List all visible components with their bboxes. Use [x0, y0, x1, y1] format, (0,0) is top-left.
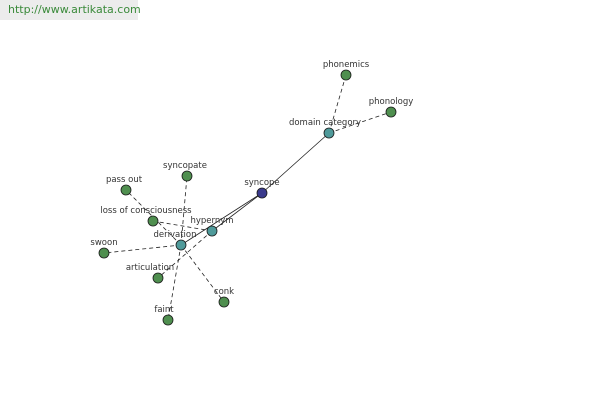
edge-syncope-derivation — [180, 192, 263, 246]
node-label-syncopate: syncopate — [163, 161, 207, 171]
node-circle-loss[interactable] — [147, 215, 159, 227]
node-phonology[interactable]: phonology — [369, 97, 414, 118]
node-label-faint: faint — [154, 305, 174, 315]
edge-hypernym-articulation — [157, 230, 213, 279]
node-label-loss: loss of consciousness — [100, 206, 192, 216]
node-derivation[interactable]: derivation — [153, 230, 197, 251]
node-circle-swoon[interactable] — [98, 247, 110, 259]
node-circle-derivation[interactable] — [175, 239, 187, 251]
edge-domain-phonemics — [328, 74, 347, 134]
node-circle-hypernym[interactable] — [206, 225, 218, 237]
node-circle-syncopate[interactable] — [181, 170, 193, 182]
edge-syncope-hypernym — [211, 192, 263, 232]
source-url-link[interactable]: http://www.artikata.com — [0, 0, 141, 20]
node-hypernym[interactable]: hypernym — [190, 216, 234, 237]
node-circle-pass_out[interactable] — [120, 184, 132, 196]
node-label-domain: domain category — [289, 118, 361, 128]
edge-hypernym-loss — [152, 220, 213, 232]
edge-derivation-swoon — [103, 244, 182, 254]
node-phonemics[interactable]: phonemics — [323, 60, 370, 81]
node-syncope[interactable]: syncope — [244, 178, 280, 199]
node-label-syncope: syncope — [244, 178, 279, 188]
edge-derivation-syncopate — [180, 175, 188, 246]
node-swoon[interactable]: swoon — [90, 238, 118, 259]
node-circle-phonology[interactable] — [385, 106, 397, 118]
node-label-derivation: derivation — [153, 230, 196, 240]
node-label-conk: conk — [214, 287, 234, 297]
node-faint[interactable]: faint — [154, 305, 174, 326]
node-circle-phonemics[interactable] — [340, 69, 352, 81]
node-domain[interactable]: domain category — [289, 118, 361, 139]
edge-derivation-conk — [180, 244, 225, 303]
node-circle-syncope[interactable] — [256, 187, 268, 199]
node-label-articulation: articulation — [126, 263, 174, 273]
node-conk[interactable]: conk — [214, 287, 234, 308]
node-circle-conk[interactable] — [218, 296, 230, 308]
node-circle-domain[interactable] — [323, 127, 335, 139]
edge-syncope-domain — [261, 132, 330, 194]
graph-nodes: syncope domain category phonemics phonology… — [90, 60, 414, 326]
node-label-phonology: phonology — [369, 97, 414, 107]
node-circle-faint[interactable] — [162, 314, 174, 326]
node-label-phonemics: phonemics — [323, 60, 370, 70]
node-label-swoon: swoon — [90, 238, 117, 248]
node-label-pass_out: pass out — [106, 175, 143, 185]
node-syncopate[interactable]: syncopate — [163, 161, 207, 182]
node-label-hypernym: hypernym — [190, 216, 233, 226]
edge-domain-phonology — [328, 111, 392, 134]
edge-derivation-faint — [167, 244, 182, 321]
node-loss[interactable]: loss of consciousness — [100, 206, 192, 227]
node-articulation[interactable]: articulation — [126, 263, 174, 284]
node-circle-articulation[interactable] — [152, 272, 164, 284]
node-pass_out[interactable]: pass out — [106, 175, 143, 196]
graph-edges — [103, 74, 392, 321]
